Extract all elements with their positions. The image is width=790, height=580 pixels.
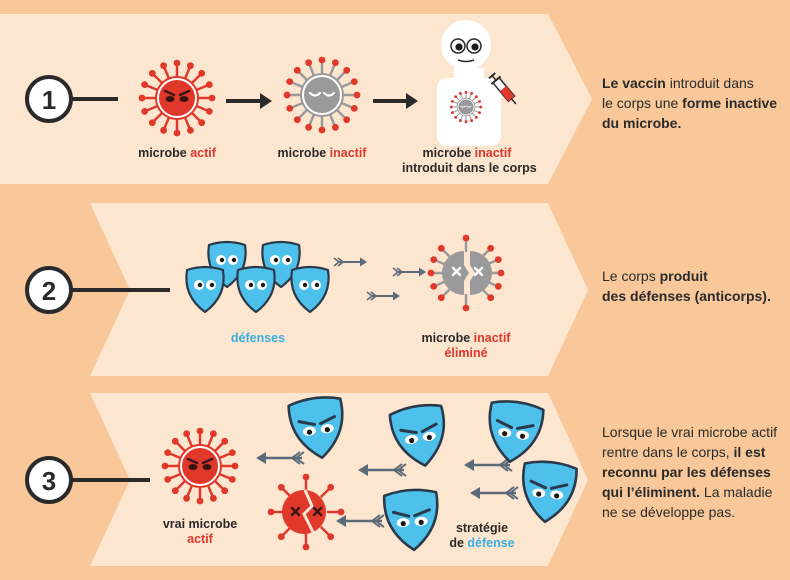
desc-text: La maladie — [700, 484, 772, 500]
label-line: stratégie — [432, 521, 532, 536]
desc-line: du microbe. — [602, 113, 777, 133]
label-word: microbe — [423, 146, 472, 160]
label-word: de — [449, 536, 464, 550]
desc-line: Le vaccin introduit dans — [602, 73, 777, 93]
label-word-red: actif — [190, 146, 216, 160]
step-2-number: 2 — [42, 276, 56, 306]
active-microbe-icon — [139, 60, 216, 137]
desc-text: introduit dans — [666, 75, 754, 91]
label-line: actif — [150, 532, 250, 547]
label-line: microbe inactif — [416, 331, 516, 346]
desc-line: rentre dans le corps, il est — [602, 442, 777, 462]
active-microbe-icon — [162, 428, 239, 505]
label-word: microbe — [422, 331, 471, 345]
desc-bold: forme inactive — [682, 95, 777, 111]
label-word: microbe — [138, 146, 187, 160]
label-defenses: défenses — [208, 331, 308, 346]
label-word-red: inactif — [330, 146, 367, 160]
desc-line: Le corps produit — [602, 266, 771, 286]
desc-line: qui l’éliminent. La maladie — [602, 482, 777, 502]
desc-bold: des défenses (anticorps). — [602, 288, 771, 304]
label-eliminated-microbe: microbe inactif éliminé — [416, 331, 516, 361]
label-word-red: inactif — [475, 146, 512, 160]
label-line: introduit dans le corps — [402, 161, 532, 176]
label-active-microbe: microbe actif — [127, 146, 227, 161]
desc-bold: qui l’éliminent. — [602, 484, 700, 500]
label-introduced-microbe: microbe inactif introduit dans le corps — [402, 146, 532, 176]
step-3-description: Lorsque le vrai microbe actif rentre dan… — [602, 422, 777, 522]
step-2-description: Le corps produit des défenses (anticorps… — [602, 266, 771, 306]
label-line: microbe inactif — [402, 146, 532, 161]
label-defense-strategy: stratégie de défense — [432, 521, 532, 551]
eliminated-microbe-icon — [268, 474, 345, 551]
desc-line: reconnu par les défenses — [602, 462, 777, 482]
step-1-number: 1 — [42, 85, 56, 115]
label-line: de défense — [432, 536, 532, 551]
desc-bold: produit — [660, 268, 708, 284]
desc-text: Le corps — [602, 268, 660, 284]
desc-line: des défenses (anticorps). — [602, 286, 771, 306]
label-word-blue: défense — [467, 536, 514, 550]
eliminated-microbe-icon — [428, 235, 505, 312]
desc-text: rentre dans le corps, — [602, 444, 734, 460]
step-1-description: Le vaccin introduit dans le corps une fo… — [602, 73, 777, 133]
desc-bold: du microbe. — [602, 115, 681, 131]
desc-line: le corps une forme inactive — [602, 93, 777, 113]
step-3-number: 3 — [42, 466, 56, 496]
label-line: éliminé — [416, 346, 516, 361]
label-word: microbe — [278, 146, 327, 160]
label-real-microbe: vrai microbe actif — [150, 517, 250, 547]
desc-text: le corps une — [602, 95, 682, 111]
desc-bold: Le vaccin — [602, 75, 666, 91]
desc-line: ne se développe pas. — [602, 502, 777, 522]
label-line: vrai microbe — [150, 517, 250, 532]
desc-bold: reconnu par les défenses — [602, 464, 771, 480]
label-word-red: inactif — [474, 331, 511, 345]
inactive-microbe-icon — [284, 57, 361, 134]
desc-bold: il est — [734, 444, 766, 460]
label-inactive-microbe: microbe inactif — [272, 146, 372, 161]
desc-line: Lorsque le vrai microbe actif — [602, 422, 777, 442]
